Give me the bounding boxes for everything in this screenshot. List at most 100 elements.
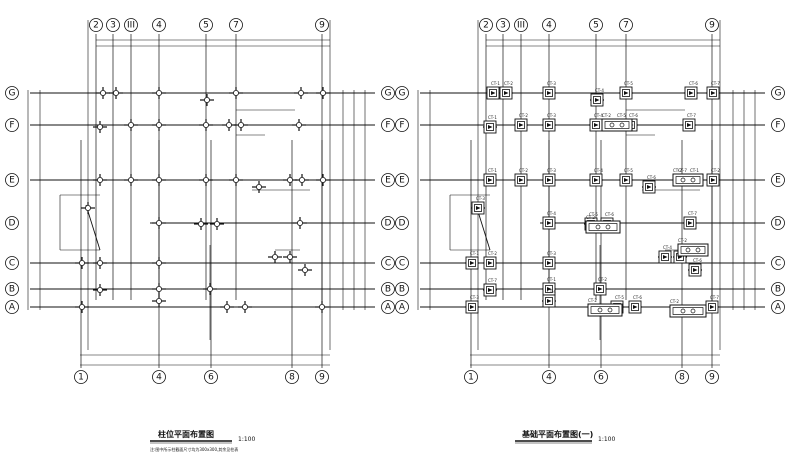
footing-tag: CT-3 [547,113,556,118]
axis-bubble-left-E-label: E [399,176,405,186]
footing-marker: CT-4 [658,245,672,264]
axis-bubble-right-E: E [381,173,395,187]
axis-bubble-left-G-label: G [9,89,16,99]
footing-tag: CT-5 [617,113,626,118]
footing-tag: CT-4 [595,88,604,93]
axis-bubble-3: 3 [106,18,120,32]
axis-bubble-left-E: E [5,173,19,187]
column-marker [229,174,243,186]
footing-tag: CT-2 [670,299,679,304]
combined-footing: CT-2 [585,215,621,234]
axis-bubble-right-C: C [381,256,395,270]
footing-marker: CT-5 [619,81,633,100]
column-marker [293,217,307,229]
footing-tag: CT-4 [594,168,603,173]
column-marker [93,174,107,186]
footing-marker: CT-4 [590,88,604,107]
column-marker [298,264,312,276]
footing-marker: CT-4 [542,289,556,308]
column-marker [316,87,330,99]
axis-bubble-right-D-label: D [775,219,782,229]
axis-bubble-bottom-6: 6 [594,370,608,384]
axis-bubble-left-B-label: B [399,285,405,295]
footing-tag: CT-6 [647,175,656,180]
axis-bubble-3: 3 [496,18,510,32]
footing-tag: CT-4 [594,113,603,118]
footing-marker: CT-2 [593,277,607,296]
axis-bubble-9-label: 9 [709,21,715,31]
column-marker [316,174,330,186]
axis-bubble-right-F: F [771,118,785,132]
axis-bubble-4-label: 4 [156,21,162,31]
footing-tag: CT-7 [488,278,497,283]
axis-bubble-7: 7 [229,18,243,32]
column-marker [124,174,138,186]
combined-footing: CT-2 [677,238,709,257]
axis-bubble-9: 9 [315,18,329,32]
axis-bubble-9: 9 [705,18,719,32]
axis-bubble-right-A-label: A [775,303,782,313]
footing-marker: CT-2 [483,251,497,270]
axis-bubble-left-G: G [5,86,19,100]
footing-marker: CT-6 [684,81,698,100]
column-marker [93,284,107,296]
axis-bubble-2: 2 [479,18,493,32]
footing-tag: CT-6 [605,212,614,217]
footing-tag: CT-3 [476,196,485,201]
column-marker [200,94,214,106]
footing-marker: CT-7 [706,81,720,100]
column-marker [294,87,308,99]
axis-bubble-III: III [514,18,528,32]
axis-bubble-left-D: D [5,216,19,230]
axis-bubble-left-B: B [395,282,409,296]
footing-marker: CT-7 [683,211,697,230]
axis-bubble-bottom-8-label: 8 [679,373,685,383]
axis-bubble-bottom-6-label: 6 [208,373,214,383]
axis-bubble-right-C-label: C [775,259,781,269]
column-marker [152,174,166,186]
footing-tag: CT-2 [678,238,687,243]
column-marker [75,301,89,313]
column-marker [152,87,166,99]
axis-bubble-right-G-label: G [775,89,782,99]
footing-marker: CT-1 [465,251,479,270]
column-marker [194,218,208,230]
axis-bubble-7-label: 7 [623,21,629,31]
footing-marker: CT-2 [499,81,513,100]
footing-tag: CT-1 [470,251,479,256]
footing-tag: CT-4 [547,211,556,216]
footing-tag: CT-2 [711,168,720,173]
footing-marker: CT-3 [542,168,556,187]
axis-bubble-left-E: E [395,173,409,187]
axis-bubble-7-label: 7 [233,21,239,31]
right-title-block: 基础平面布置图(一) 1:100 [515,429,615,444]
footing-tag: CT-7 [688,211,697,216]
axis-bubble-right-C: C [771,256,785,270]
axis-bubble-3-label: 3 [110,21,116,31]
footing-tag: CT-7 [687,113,696,118]
footing-marker: CT-3 [542,81,556,100]
footing-tag: CT-1 [690,168,699,173]
axis-bubble-left-G-label: G [399,89,406,99]
footing-marker: CT-3 [465,295,479,314]
axis-bubble-7: 7 [619,18,633,32]
axis-bubble-left-B: B [5,282,19,296]
axis-bubble-right-B-label: B [385,285,391,295]
axis-bubble-2: 2 [89,18,103,32]
footing-tag: CT-6 [689,81,698,86]
footing-marker: CT-2 [706,168,720,187]
footing-tag: CT-7 [678,168,687,173]
axis-bubble-5-label: 5 [203,21,209,31]
footing-tag: CT-4 [547,289,556,294]
axis-bubble-bottom-8: 8 [285,370,299,384]
axis-bubble-left-D-label: D [399,219,406,229]
axis-bubble-3-label: 3 [500,21,506,31]
axis-bubble-left-C: C [5,256,19,270]
footing-tag: CT-3 [547,251,556,256]
footing-marker: CT-1 [483,168,497,187]
axis-bubble-2-label: 2 [93,21,99,31]
axis-bubble-4-label: 4 [546,21,552,31]
footing-tag: CT-5 [615,295,624,300]
footing-tag: CT-3 [547,168,556,173]
